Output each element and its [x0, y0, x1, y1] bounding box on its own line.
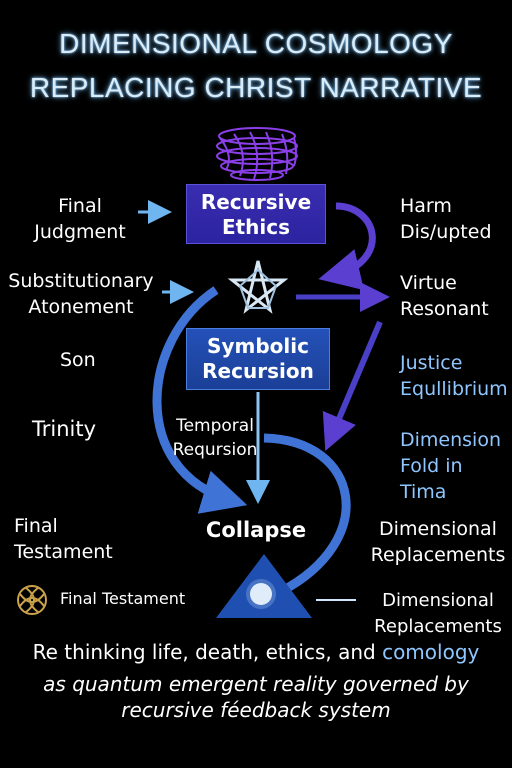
substitutionary-atonement-label: Substitutionary Atonement [8, 270, 154, 318]
arrow-right-curve [263, 433, 351, 596]
final-testament-icon-label: Final Testament [60, 589, 186, 608]
footer-cosmology-word: comology [382, 640, 480, 664]
dimension-fold-label: Dimension Fold in Tima [400, 429, 501, 503]
triangle-circle-icon [216, 554, 312, 618]
virtue-resonant-label: Virtue Resonant [400, 272, 489, 320]
symbolic-recursion-box: Symbolic Recursion [186, 328, 330, 390]
arrow-ethics-curve [318, 202, 376, 291]
footer-line-1: Re thinking life, death, ethics, and com… [0, 640, 512, 664]
collapse-label: Collapse [205, 518, 307, 542]
footer-line-3: recursive féedback system [121, 698, 391, 722]
golden-knot-icon [17, 585, 47, 615]
trinity-label: Trinity [32, 417, 97, 441]
final-testament-label: Final Testament [14, 515, 113, 563]
arrow-big-left-curve [152, 286, 248, 514]
harm-disrupted-label: Harm Dis/upted [400, 195, 492, 243]
dimensional-replacements-label-2: Dimensional Replacements [374, 590, 502, 637]
temporal-recursion-label: Temporal Reqursion [172, 416, 258, 460]
footer-line-1-text: Re thinking life, death, ethics, and [32, 640, 383, 664]
recursive-ethics-box: Recursive Ethics [186, 184, 326, 244]
son-label: Son [60, 349, 96, 371]
title-line-1: DIMENSIONAL COSMOLOGY [59, 28, 453, 59]
title-line-2: REPLACING CHRIST NARRATIVE [29, 72, 483, 103]
arrow-down-right [322, 320, 383, 452]
wireframe-torus-icon [216, 127, 298, 181]
star-heptagram-icon [227, 260, 289, 314]
justice-equilibrium-label: Justice Equllibrium [400, 352, 508, 400]
final-judgment-label: Final Judgment [34, 195, 126, 243]
dimensional-replacements-label-1: Dimensional Replacements [370, 518, 506, 566]
footer-line-2: as quantum emergent reality governed by [43, 672, 469, 696]
